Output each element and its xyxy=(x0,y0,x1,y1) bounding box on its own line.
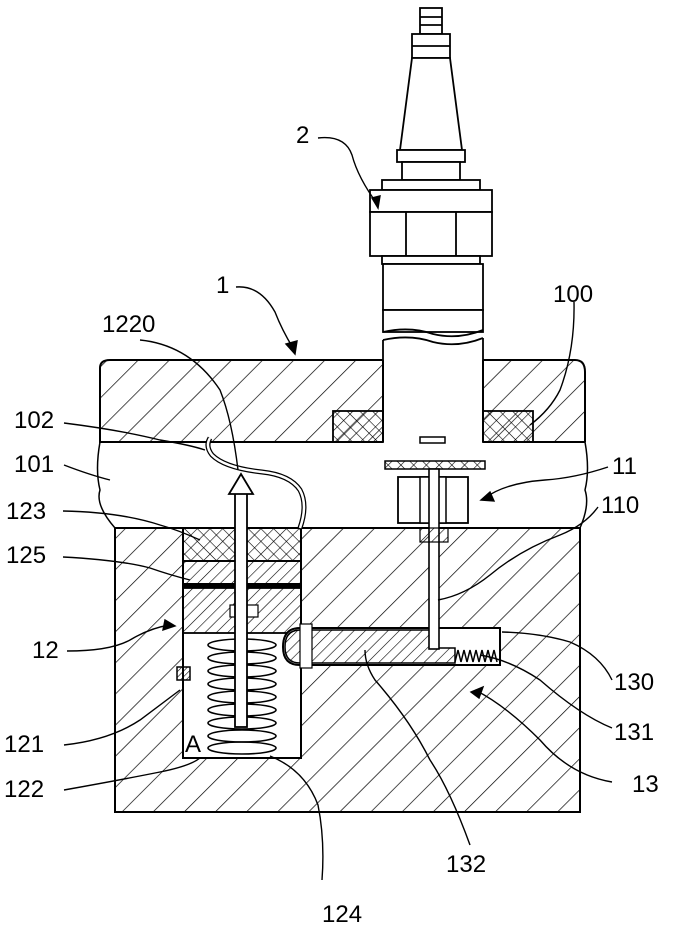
label-123: 123 xyxy=(6,498,46,525)
label-122: 122 xyxy=(4,776,44,803)
label-2: 2 xyxy=(296,122,309,149)
seal-left xyxy=(333,411,383,442)
label-1: 1 xyxy=(216,272,229,299)
disc xyxy=(385,461,485,469)
seal-right xyxy=(483,411,533,442)
label-125: 125 xyxy=(6,542,46,569)
label-121: 121 xyxy=(4,731,44,758)
label-1220: 1220 xyxy=(102,311,155,338)
stem-110 xyxy=(429,469,439,649)
label-102: 102 xyxy=(14,407,54,434)
label-A: A xyxy=(185,731,201,758)
wire-102 xyxy=(208,438,304,528)
label-12: 12 xyxy=(32,637,59,664)
label-130: 130 xyxy=(614,669,654,696)
label-11: 11 xyxy=(612,453,637,480)
rod-1220 xyxy=(235,492,247,727)
label-110: 110 xyxy=(601,492,639,519)
label-101: 101 xyxy=(14,451,54,478)
label-131: 131 xyxy=(614,719,654,746)
label-13: 13 xyxy=(632,771,659,798)
upper-block xyxy=(100,345,585,443)
label-124: 124 xyxy=(322,901,362,928)
label-100: 100 xyxy=(553,281,593,308)
valve-assembly-12 xyxy=(183,438,304,754)
flow-path-13 xyxy=(283,624,500,668)
label-132: 132 xyxy=(446,851,486,878)
